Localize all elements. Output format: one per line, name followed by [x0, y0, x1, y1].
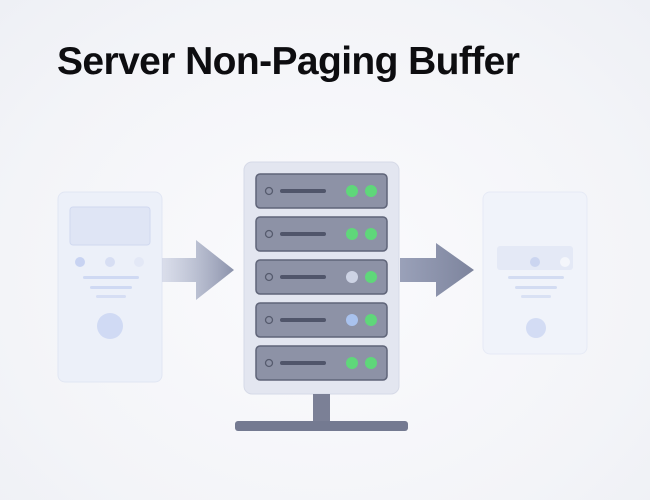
- left-client-light-2: [105, 257, 115, 267]
- drive-slot: [280, 232, 326, 236]
- drive-screw-icon: [264, 315, 274, 325]
- drive-screw-icon: [264, 358, 274, 368]
- right-client-slot-3: [521, 295, 551, 298]
- right-client: [482, 191, 588, 355]
- server-drive-bay: [255, 345, 388, 381]
- left-client-slot-2: [90, 286, 132, 289]
- right-client-frame: [482, 191, 588, 355]
- drive-slot: [280, 275, 326, 279]
- status-led-icon: [365, 357, 377, 369]
- left-client-button: [97, 313, 123, 339]
- left-client-light-1: [75, 257, 85, 267]
- right-client-slot-2: [515, 286, 557, 289]
- server-drive-bay: [255, 216, 388, 252]
- status-led-icon: [365, 314, 377, 326]
- left-client-screen: [69, 206, 151, 246]
- right-client-light-2: [560, 257, 570, 267]
- right-client-slot-1: [508, 276, 564, 279]
- drive-screw-icon: [264, 272, 274, 282]
- left-client-light-3: [134, 257, 144, 267]
- left-client-slot-3: [96, 295, 126, 298]
- status-led-icon: [346, 271, 358, 283]
- server-drive-bay: [255, 259, 388, 295]
- drive-screw-icon: [264, 186, 274, 196]
- status-led-icon: [365, 185, 377, 197]
- arrow-right-icon: [400, 243, 474, 297]
- drive-slot: [280, 189, 326, 193]
- right-client-button: [526, 318, 546, 338]
- drive-slot: [280, 318, 326, 322]
- server-stand-base: [235, 421, 408, 431]
- status-led-icon: [346, 314, 358, 326]
- status-led-icon: [365, 228, 377, 240]
- status-led-icon: [365, 271, 377, 283]
- status-led-icon: [346, 357, 358, 369]
- server-rack: [235, 161, 408, 431]
- server-stand-post: [313, 394, 330, 424]
- left-client-slot-1: [83, 276, 139, 279]
- page-title: Server Non-Paging Buffer: [57, 40, 520, 83]
- status-led-icon: [346, 185, 358, 197]
- server-drive-bay: [255, 173, 388, 209]
- right-client-light-1: [530, 257, 540, 267]
- server-drive-bay: [255, 302, 388, 338]
- status-led-icon: [346, 228, 358, 240]
- drive-screw-icon: [264, 229, 274, 239]
- drive-slot: [280, 361, 326, 365]
- arrow-right-icon: [162, 240, 234, 300]
- server-drives: [255, 173, 388, 381]
- left-client: [57, 191, 163, 383]
